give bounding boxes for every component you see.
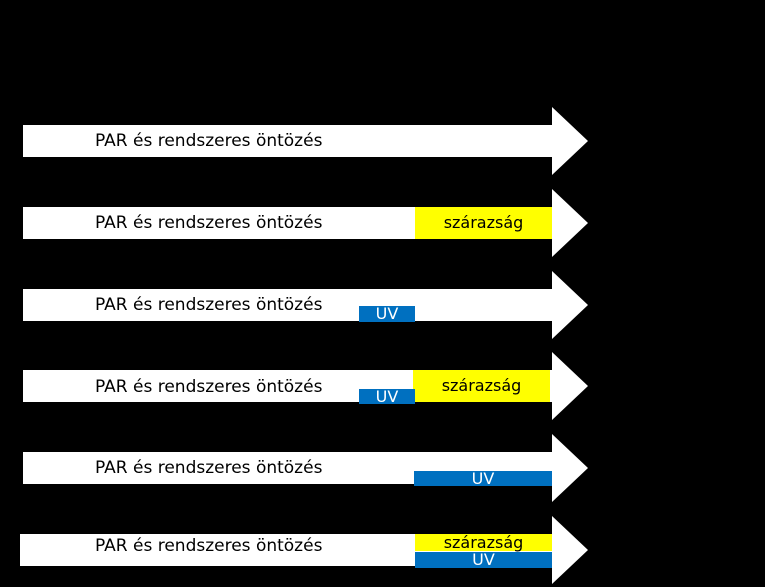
treatment-label: PAR és rendszeres öntözés [95,131,323,151]
uv-box: UV [359,306,415,322]
drought-box: szárazság [415,207,552,239]
treatment-label: PAR és rendszeres öntözés [95,295,323,315]
treatment-label: PAR és rendszeres öntözés [95,377,323,397]
drought-box: szárazság [413,370,550,402]
drought-box: szárazság [415,534,552,551]
treatment-label: PAR és rendszeres öntözés [95,213,323,233]
uv-box: UV [359,388,415,404]
uv-box: UV [414,470,552,486]
treatment-label: PAR és rendszeres öntözés [95,536,323,556]
uv-box: UV [415,552,552,568]
treatment-label: PAR és rendszeres öntözés [95,458,323,478]
